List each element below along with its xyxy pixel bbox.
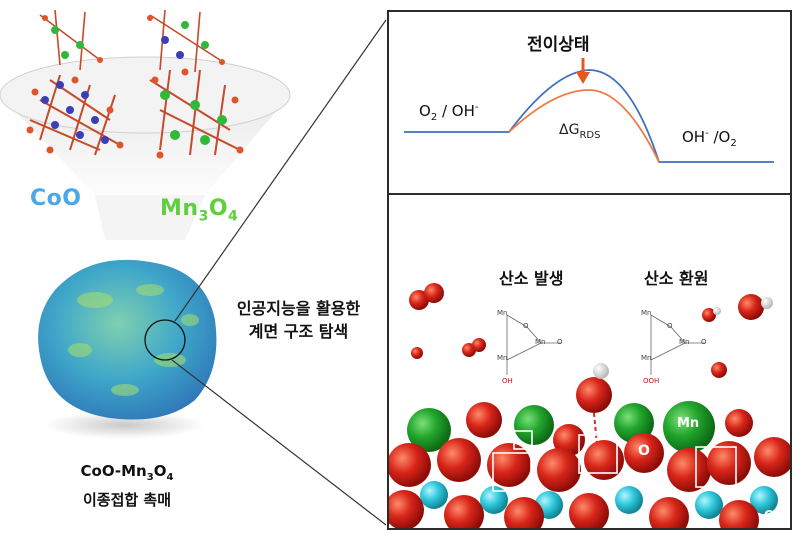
mn3o4-crystal-cluster <box>149 68 244 159</box>
upper-energy-curve <box>404 69 774 163</box>
mol-right-ooh: OOH <box>643 377 660 385</box>
mn-complex-right <box>650 314 705 375</box>
surface-illustration <box>389 283 790 528</box>
top-crystal-clusters <box>39 9 225 73</box>
ai-caption: 인공지능을 활용한 계면 구조 탐색 <box>236 299 361 341</box>
transition-state-label: 전이상태 <box>527 35 590 55</box>
mol-left-o2: O <box>557 338 563 346</box>
mol-right-mn1: Mn <box>641 309 652 317</box>
zoom-circle <box>144 319 186 361</box>
product-state-label: OH- /O2 <box>682 128 737 149</box>
surface-panel: 산소 발생 산소 환원 Mn O Mn O Mn OH Mn O Mn O Mn… <box>387 193 792 530</box>
mol-left-o1: O <box>523 322 529 330</box>
co-atom-label: Co <box>764 508 782 522</box>
energy-profile-panel: 전이상태 O2 / OH- ΔGRDS OH- /O2 <box>387 10 792 195</box>
site-highlight-boxes <box>492 430 737 492</box>
mol-right-mn2: Mn <box>679 338 690 346</box>
mol-right-mn3: Mn <box>641 354 652 362</box>
surface-atoms <box>389 401 790 528</box>
adsorption-bond <box>593 412 598 446</box>
mol-left-oh: OH <box>502 377 513 385</box>
coo-crystal-cluster <box>26 74 124 156</box>
mol-left-mn3: Mn <box>497 354 508 362</box>
mn3o4-label: Mn3O4 <box>160 196 239 225</box>
energy-curves <box>404 58 774 163</box>
mol-right-o1: O <box>667 322 673 330</box>
reactant-state-label: O2 / OH- <box>419 102 479 123</box>
coo-label: CoO <box>30 186 82 211</box>
mol-right-o2: O <box>701 338 707 346</box>
catalyst-caption: CoO-Mn3O4 이종접합 촉매 <box>80 462 174 509</box>
mn-atom-label: Mn <box>677 416 700 431</box>
mol-left-mn1: Mn <box>497 309 508 317</box>
mn-complex-left <box>506 314 561 375</box>
zoom-line-top <box>174 19 387 322</box>
funnel <box>0 56 291 240</box>
oxygen-evolution-label: 산소 발생 <box>499 269 564 288</box>
o-atom-label: O <box>638 443 650 459</box>
delta-g-label: ΔGRDS <box>559 122 601 141</box>
floating-oxygen-molecules <box>409 283 773 413</box>
lowering-arrow-head <box>576 72 590 84</box>
mol-left-mn2: Mn <box>535 338 546 346</box>
zoom-line-bottom <box>171 359 387 526</box>
oxygen-reduction-label: 산소 환원 <box>644 269 709 288</box>
blob-shadow <box>45 411 205 439</box>
lower-energy-curve <box>508 89 660 163</box>
left-illustration <box>0 9 387 526</box>
